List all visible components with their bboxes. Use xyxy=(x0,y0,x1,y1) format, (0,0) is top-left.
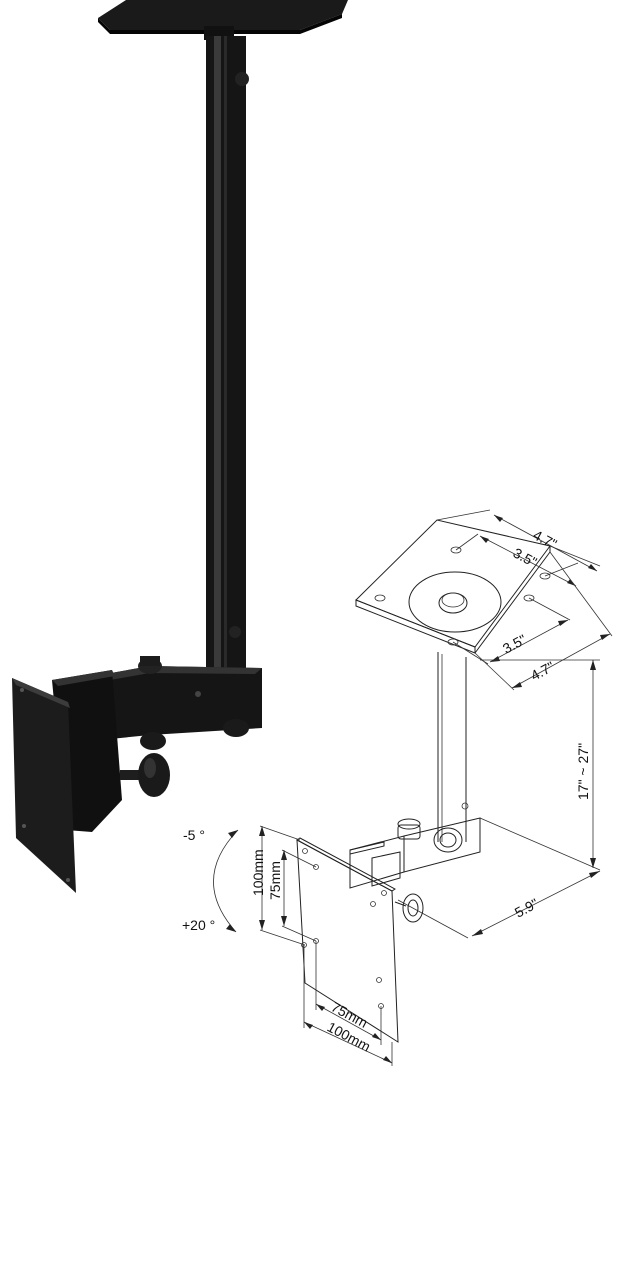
drawing-arm-assembly xyxy=(349,817,481,923)
drawing-pole xyxy=(437,652,469,842)
dim-vesa-vertical-small-label: 75mm xyxy=(267,861,283,900)
drawing-ceiling-plate xyxy=(355,519,551,654)
dim-vesa-vertical: 100mm 75mm xyxy=(250,825,317,946)
dim-pole-height: 17" ~ 27" xyxy=(479,659,601,871)
dim-arm-reach-label: 5.9" xyxy=(512,895,541,921)
dim-plate-depth-inner-label: 3.5" xyxy=(500,631,529,657)
photo-arm-nut-left xyxy=(140,732,166,750)
dim-plate-depth-outer-label: 4.7" xyxy=(528,658,557,684)
photo-ceiling-plate xyxy=(98,0,348,30)
dim-plate-width-inner: 3.5" xyxy=(455,533,579,587)
photo-vesa-plate xyxy=(12,678,76,893)
dim-vesa-vertical-large-label: 100mm xyxy=(250,849,266,896)
dim-tilt-range: -5 ° +20 ° xyxy=(182,827,239,933)
line-drawing: 4.7" 3.5" 3.5" 4.7" xyxy=(182,509,613,1066)
photo-pole-screw-bottom xyxy=(229,626,241,638)
dim-tilt-down-label: +20 ° xyxy=(182,917,215,933)
photo-arm-nut-right xyxy=(223,719,249,737)
dim-arm-reach: 5.9" xyxy=(397,870,601,939)
dim-vesa-horizontal: 75mm 100mm xyxy=(303,941,393,1066)
photo-pole-screw-top xyxy=(235,72,249,86)
photo-arm-block xyxy=(100,666,262,740)
dim-tilt-up-label: -5 ° xyxy=(183,827,205,843)
ceiling-monitor-mount-photo xyxy=(12,0,348,893)
dim-pole-height-label: 17" ~ 27" xyxy=(575,743,591,800)
dim-plate-depth-inner: 3.5" xyxy=(452,597,571,665)
